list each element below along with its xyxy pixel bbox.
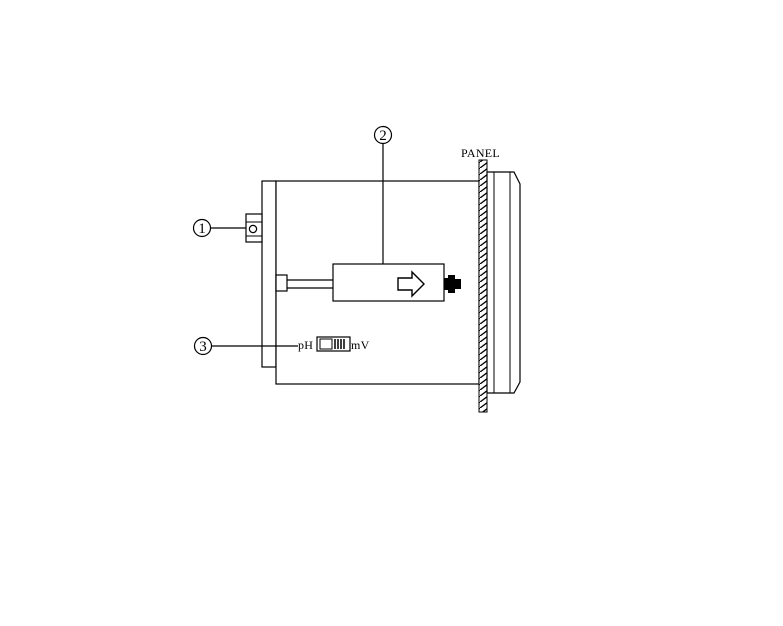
switch-right-label: mV (351, 338, 370, 352)
clamp-screw-icon (246, 214, 262, 242)
callout-2-number: 2 (379, 128, 387, 144)
callout-1: 1 (194, 220, 247, 238)
callout-1-number: 1 (198, 221, 206, 237)
panel-label: PANEL (461, 146, 500, 160)
panel-wall (479, 160, 487, 412)
ph-mv-switch (317, 337, 350, 351)
front-bezel (487, 172, 520, 393)
rear-flange (262, 181, 276, 367)
switch-left-label: pH (298, 338, 313, 352)
callout-3-number: 3 (199, 339, 207, 355)
